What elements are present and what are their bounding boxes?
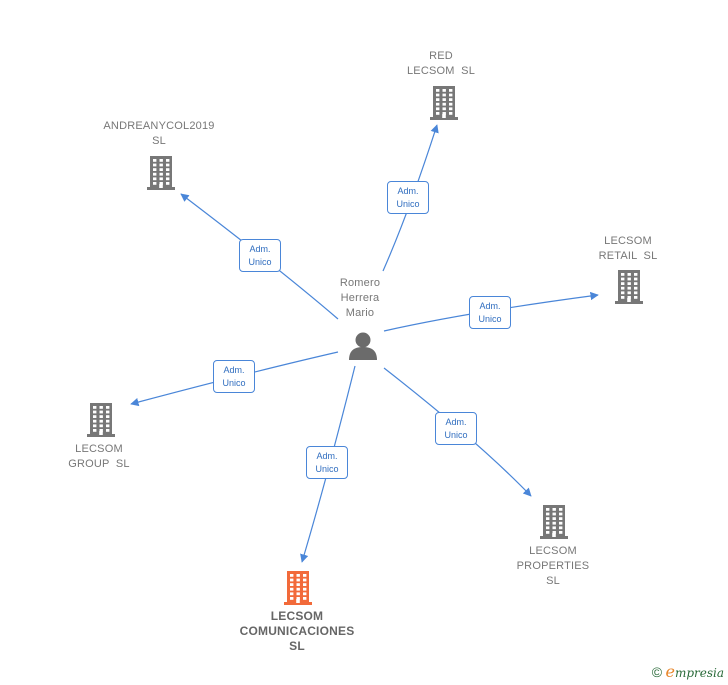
person-name-line: Mario: [345, 307, 375, 319]
edge-role-badge[interactable]: Adm. Unico: [435, 412, 477, 445]
company-name-line: SL: [289, 639, 305, 653]
role-line: Adm.: [479, 301, 501, 311]
person-name-label[interactable]: Romero Herrera Mario: [285, 276, 435, 321]
company-name-line: LECSOM: [604, 235, 652, 247]
company-name-line: GROUP SL: [68, 458, 130, 470]
company-label-red-lecsom[interactable]: RED LECSOM SL: [366, 49, 516, 79]
person-icon[interactable]: [348, 331, 378, 360]
brand-logo-letter: e: [665, 662, 675, 681]
role-line: Adm.: [223, 365, 245, 375]
edge-role-badge[interactable]: Adm. Unico: [306, 446, 348, 479]
copyright-symbol: ©: [651, 664, 663, 680]
empresia-watermark: © empresia: [652, 662, 724, 681]
company-label-lecsom-group[interactable]: LECSOM GROUP SL: [24, 442, 174, 472]
company-name-line: PROPERTIES: [516, 560, 590, 572]
role-line: Adm.: [316, 451, 338, 461]
company-name-line: RED: [429, 50, 453, 62]
edge-role-badge[interactable]: Adm. Unico: [387, 181, 429, 214]
company-name-line: LECSOM SL: [406, 65, 476, 77]
company-name-line: LECSOM: [529, 545, 577, 557]
building-icon[interactable]: [539, 503, 569, 539]
building-icon[interactable]: [283, 569, 313, 605]
edge-role-badge[interactable]: Adm. Unico: [213, 360, 255, 393]
role-line: Unico: [315, 464, 339, 474]
role-line: Unico: [444, 430, 468, 440]
company-label-lecsom-retail[interactable]: LECSOM RETAIL SL: [553, 234, 703, 264]
company-name-line: RETAIL SL: [598, 250, 658, 262]
person-name-line: Romero: [339, 277, 381, 289]
company-label-andreanycol2019[interactable]: ANDREANYCOL2019 SL: [84, 119, 234, 149]
building-icon[interactable]: [614, 268, 644, 304]
company-label-lecsom-properties[interactable]: LECSOM PROPERTIES SL: [478, 544, 628, 589]
building-icon[interactable]: [86, 401, 116, 437]
company-label-lecsom-comunicaciones[interactable]: LECSOM COMUNICACIONES SL: [212, 609, 382, 654]
building-icon[interactable]: [429, 84, 459, 120]
edge-role-badge[interactable]: Adm. Unico: [239, 239, 281, 272]
brand-logo-text: mpresia: [674, 666, 724, 680]
role-line: Unico: [396, 199, 420, 209]
company-name-line: ANDREANYCOL2019: [103, 120, 215, 132]
role-line: Adm.: [249, 244, 271, 254]
building-icon[interactable]: [146, 154, 176, 190]
role-line: Adm.: [445, 417, 467, 427]
company-name-line: SL: [152, 135, 166, 147]
role-line: Unico: [478, 314, 502, 324]
role-line: Unico: [222, 378, 246, 388]
company-name-line: LECSOM: [75, 443, 123, 455]
company-name-line: LECSOM: [270, 609, 324, 623]
person-name-line: Herrera: [340, 292, 380, 304]
company-name-line: SL: [546, 575, 560, 587]
edge-role-badge[interactable]: Adm. Unico: [469, 296, 511, 329]
role-line: Unico: [248, 257, 272, 267]
company-name-line: COMUNICACIONES: [239, 624, 355, 638]
role-line: Adm.: [397, 186, 419, 196]
